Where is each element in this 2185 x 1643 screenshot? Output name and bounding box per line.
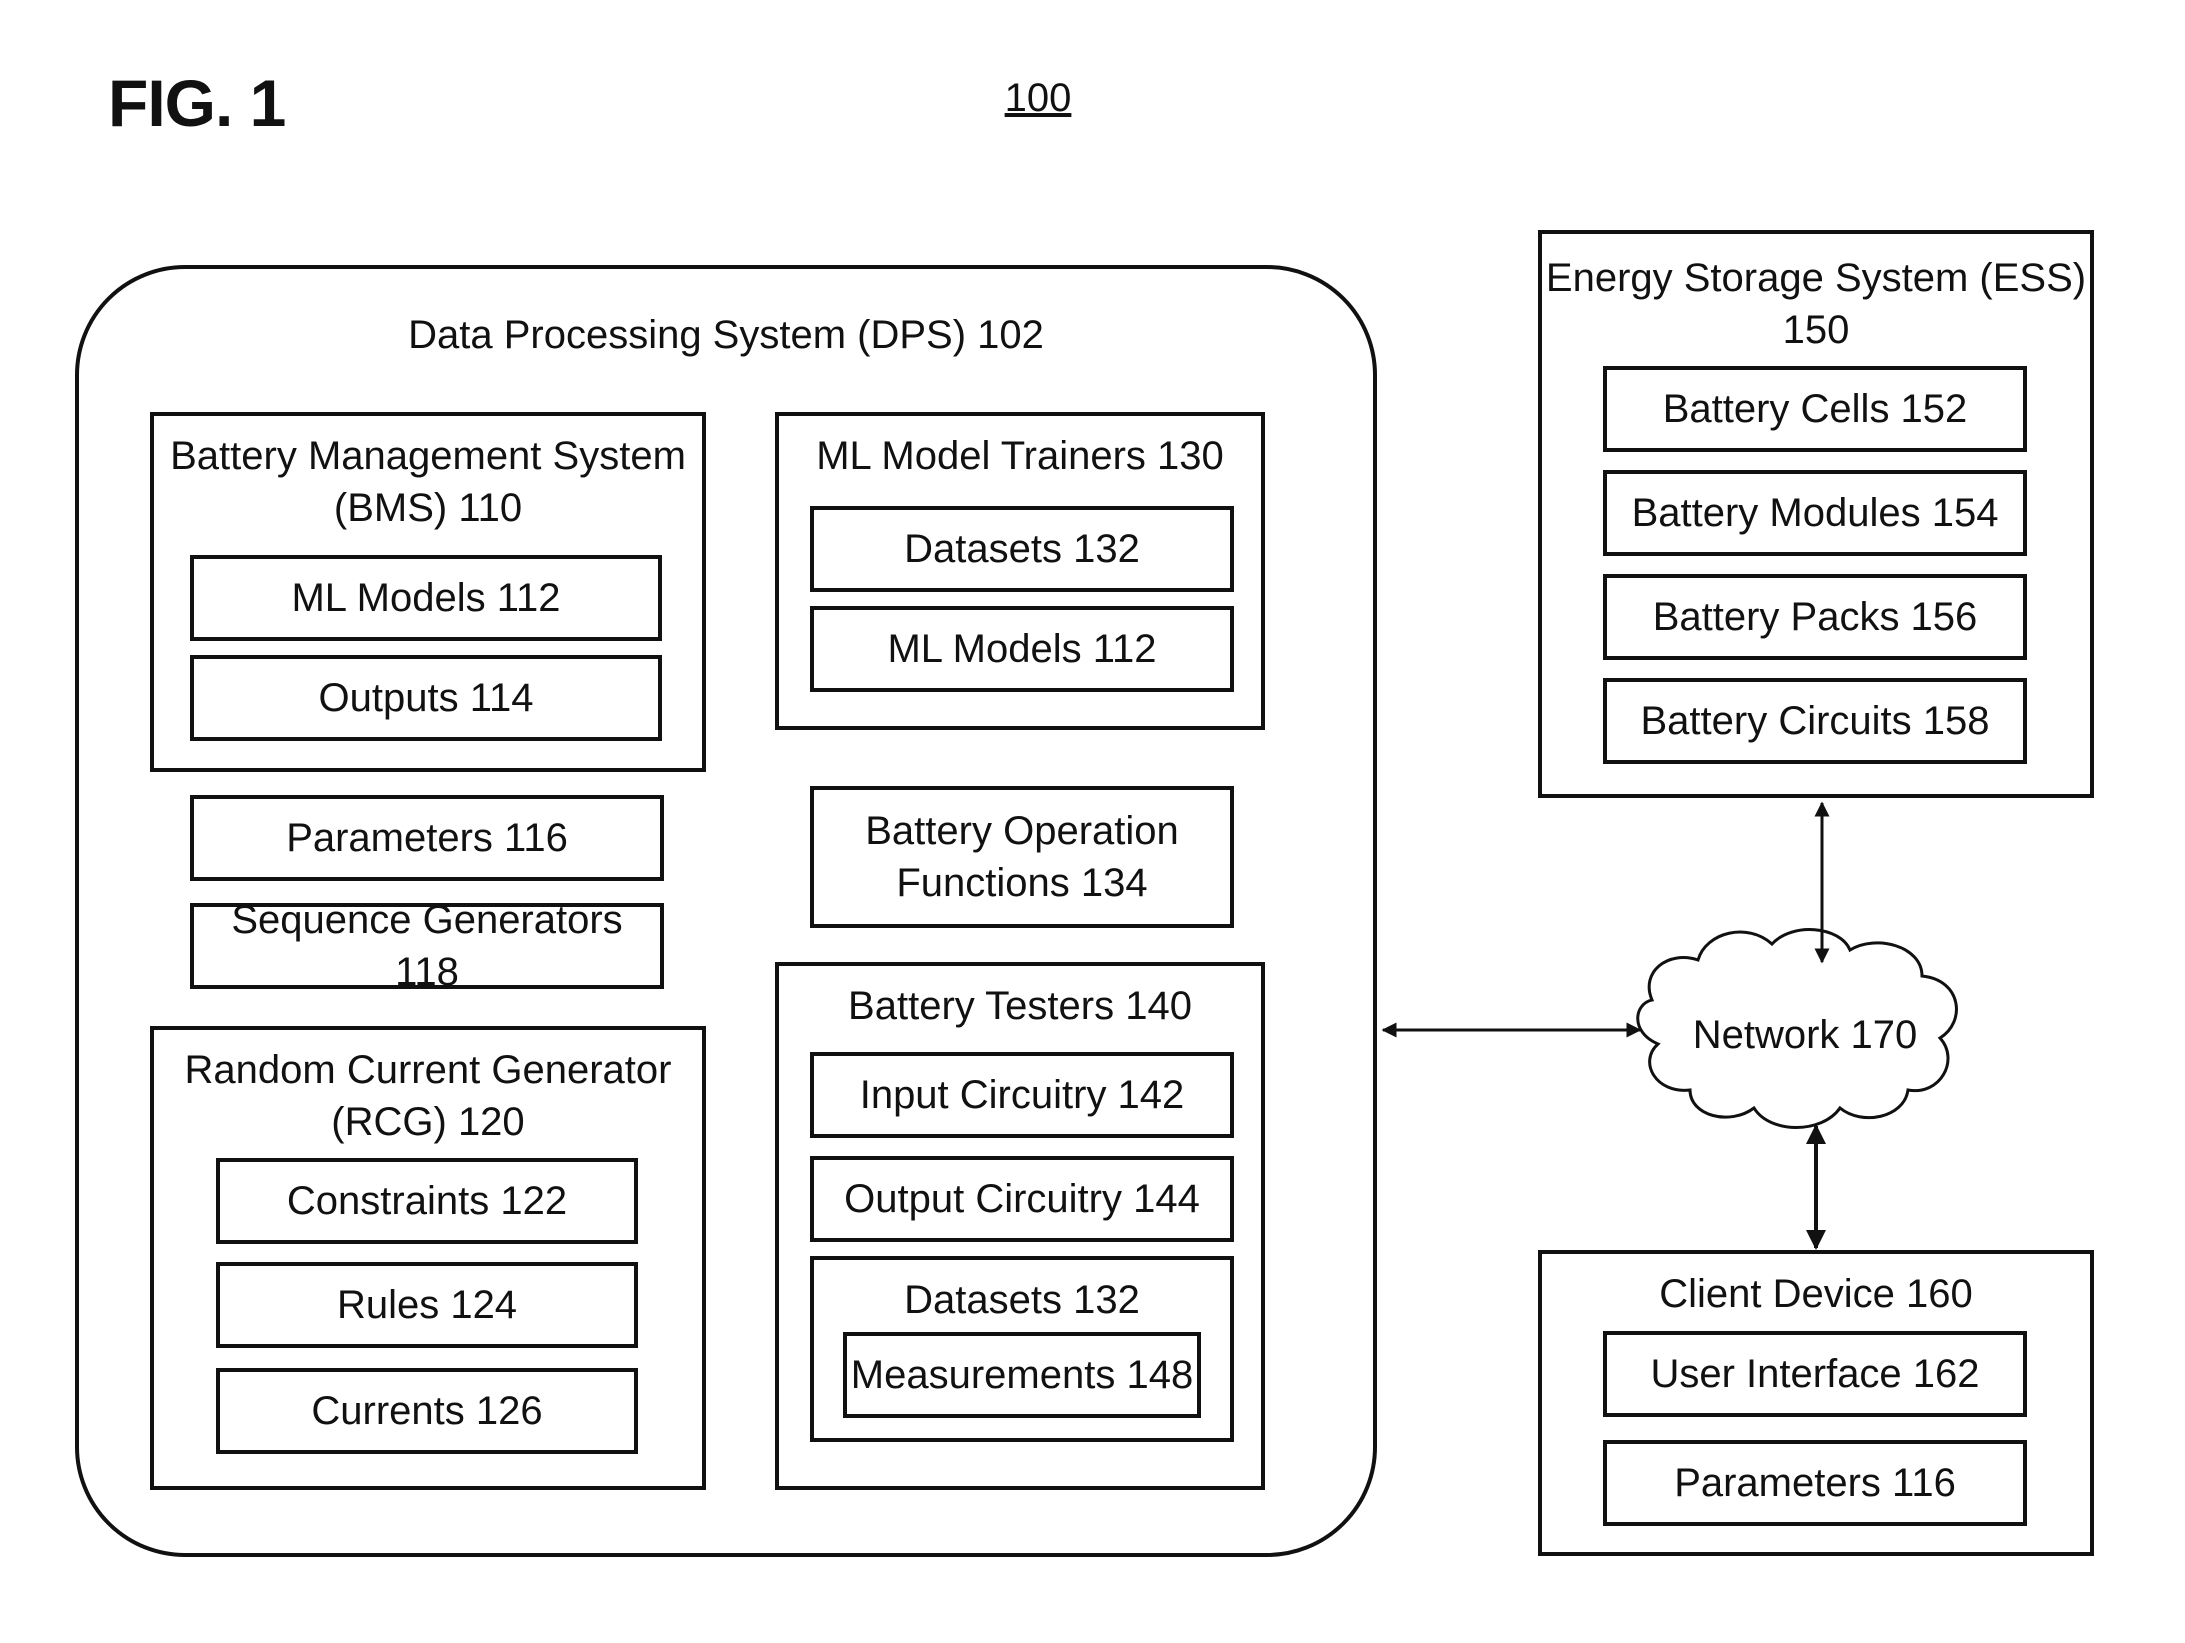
figure-label: FIG. 1 bbox=[108, 66, 286, 140]
battery-cells: Battery Cells 152 bbox=[1603, 366, 2027, 452]
battery-packs: Battery Packs 156 bbox=[1603, 574, 2027, 660]
bms-ml-models: ML Models 112 bbox=[190, 555, 662, 641]
measurements: Measurements 148 bbox=[843, 1332, 1201, 1418]
network-label: Network 170 bbox=[1693, 1013, 1918, 1057]
battery-modules: Battery Modules 154 bbox=[1603, 470, 2027, 556]
figure-reference-number: 100 bbox=[1004, 76, 1072, 120]
client-parameters: Parameters 116 bbox=[1603, 1440, 2027, 1526]
input-circuitry: Input Circuitry 142 bbox=[810, 1052, 1234, 1138]
network-cloud-icon bbox=[1636, 928, 1958, 1129]
rcg-rules: Rules 124 bbox=[216, 1262, 638, 1348]
dps-title: Data Processing System (DPS) 102 bbox=[408, 313, 1044, 357]
battery-testers-title: Battery Testers 140 bbox=[848, 984, 1192, 1028]
bms-title: Battery Management System (BMS) 110 bbox=[170, 434, 686, 530]
output-circuitry: Output Circuitry 144 bbox=[810, 1156, 1234, 1242]
trainers-ml-models: ML Models 112 bbox=[810, 606, 1234, 692]
client-device-title: Client Device 160 bbox=[1659, 1272, 1973, 1316]
battery-circuits: Battery Circuits 158 bbox=[1603, 678, 2027, 764]
rcg-constraints: Constraints 122 bbox=[216, 1158, 638, 1244]
sequence-generators-118: Sequence Generators 118 bbox=[190, 898, 664, 994]
user-interface: User Interface 162 bbox=[1603, 1331, 2027, 1417]
trainers-datasets: Datasets 132 bbox=[810, 506, 1234, 592]
rcg-currents: Currents 126 bbox=[216, 1368, 638, 1454]
testers-datasets-title: Datasets 132 bbox=[904, 1278, 1140, 1322]
ml-trainers-title: ML Model Trainers 130 bbox=[816, 434, 1224, 478]
rcg-title: Random Current Generator (RCG) 120 bbox=[184, 1048, 672, 1144]
ess-title: Energy Storage System (ESS) 150 bbox=[1545, 256, 2087, 352]
bms-outputs: Outputs 114 bbox=[190, 655, 662, 741]
battery-operation-functions: Battery Operation Functions 134 bbox=[810, 786, 1234, 928]
parameters-116: Parameters 116 bbox=[190, 795, 664, 881]
